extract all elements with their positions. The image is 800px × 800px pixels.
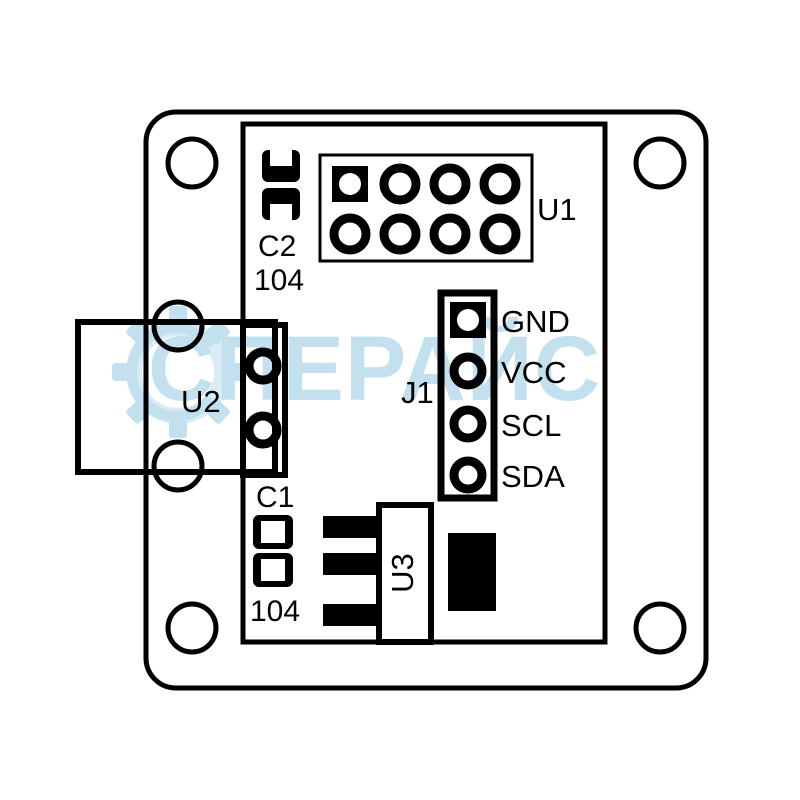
c1-pad-bottom-notch xyxy=(261,559,285,581)
u1-pin-4 xyxy=(479,163,521,205)
pcb-outline xyxy=(143,109,709,691)
u3-pad-2 xyxy=(323,553,383,575)
u3-ref-label: U3 xyxy=(385,553,420,593)
component-u2: U2 xyxy=(75,319,288,478)
component-u3: U3 xyxy=(323,502,496,645)
mounting-hole-top-right xyxy=(633,136,687,190)
u3-pad-3 xyxy=(323,604,383,626)
c1-ref-label: C1 xyxy=(256,481,294,514)
mounting-holes-group xyxy=(151,136,687,655)
j1-body-outline xyxy=(437,289,498,502)
j1-pin-2-label: VCC xyxy=(501,355,566,390)
u1-pin-1-hole xyxy=(339,173,361,195)
mounting-hole-bottom-left xyxy=(165,601,219,655)
u1-pin-8 xyxy=(479,213,521,255)
u1-pin-5 xyxy=(329,213,371,255)
mounting-hole-bottom-right xyxy=(633,601,687,655)
j1-pin-1-label: GND xyxy=(501,304,570,339)
j1-ref-label: J1 xyxy=(401,375,434,410)
mounting-hole-mid-left-lower xyxy=(151,439,205,493)
c2-value-label: 104 xyxy=(254,264,304,297)
u1-pin-2 xyxy=(379,163,421,205)
component-c2: C2 104 xyxy=(254,150,304,297)
u1-pin-6 xyxy=(379,213,421,255)
u1-ref-label: U1 xyxy=(537,192,577,227)
c1-value-label: 104 xyxy=(250,595,300,628)
j1-pin-3-label: SCL xyxy=(501,408,561,443)
u2-pin-strip xyxy=(240,322,288,478)
component-j1: J1 GND VCC SCL SDA xyxy=(401,289,570,502)
component-c1: C1 104 xyxy=(250,481,300,628)
j1-pin-2 xyxy=(449,352,487,390)
watermark-text: СПЕРАЙС xyxy=(148,316,601,420)
c-arc-icon xyxy=(126,322,214,422)
j1-pin-4-label: SDA xyxy=(501,459,565,494)
component-u1: U1 xyxy=(318,153,577,263)
c2-ref-label: C2 xyxy=(258,230,296,263)
mounting-hole-mid-left-upper xyxy=(151,299,205,353)
u1-pin-7 xyxy=(429,213,471,255)
u1-pin-3 xyxy=(429,163,471,205)
j1-pin-4 xyxy=(449,456,487,494)
u2-ref-label: U2 xyxy=(181,384,221,419)
c2-pad-top-notch xyxy=(270,150,292,166)
u2-pin-2 xyxy=(244,411,282,449)
j1-pin-1-hole xyxy=(457,309,479,331)
u3-heatsink-pad xyxy=(448,533,496,611)
u2-body-outer xyxy=(75,319,278,475)
mounting-hole-top-left xyxy=(165,136,219,190)
c1-pad-top-notch xyxy=(261,521,285,543)
u3-body-outline xyxy=(376,502,434,645)
j1-pin-3 xyxy=(449,405,487,443)
u2-pin-1 xyxy=(244,347,282,385)
u1-body-outline xyxy=(318,153,534,263)
c2-pad-bottom-notch xyxy=(270,204,292,220)
u3-pad-1 xyxy=(323,516,383,538)
